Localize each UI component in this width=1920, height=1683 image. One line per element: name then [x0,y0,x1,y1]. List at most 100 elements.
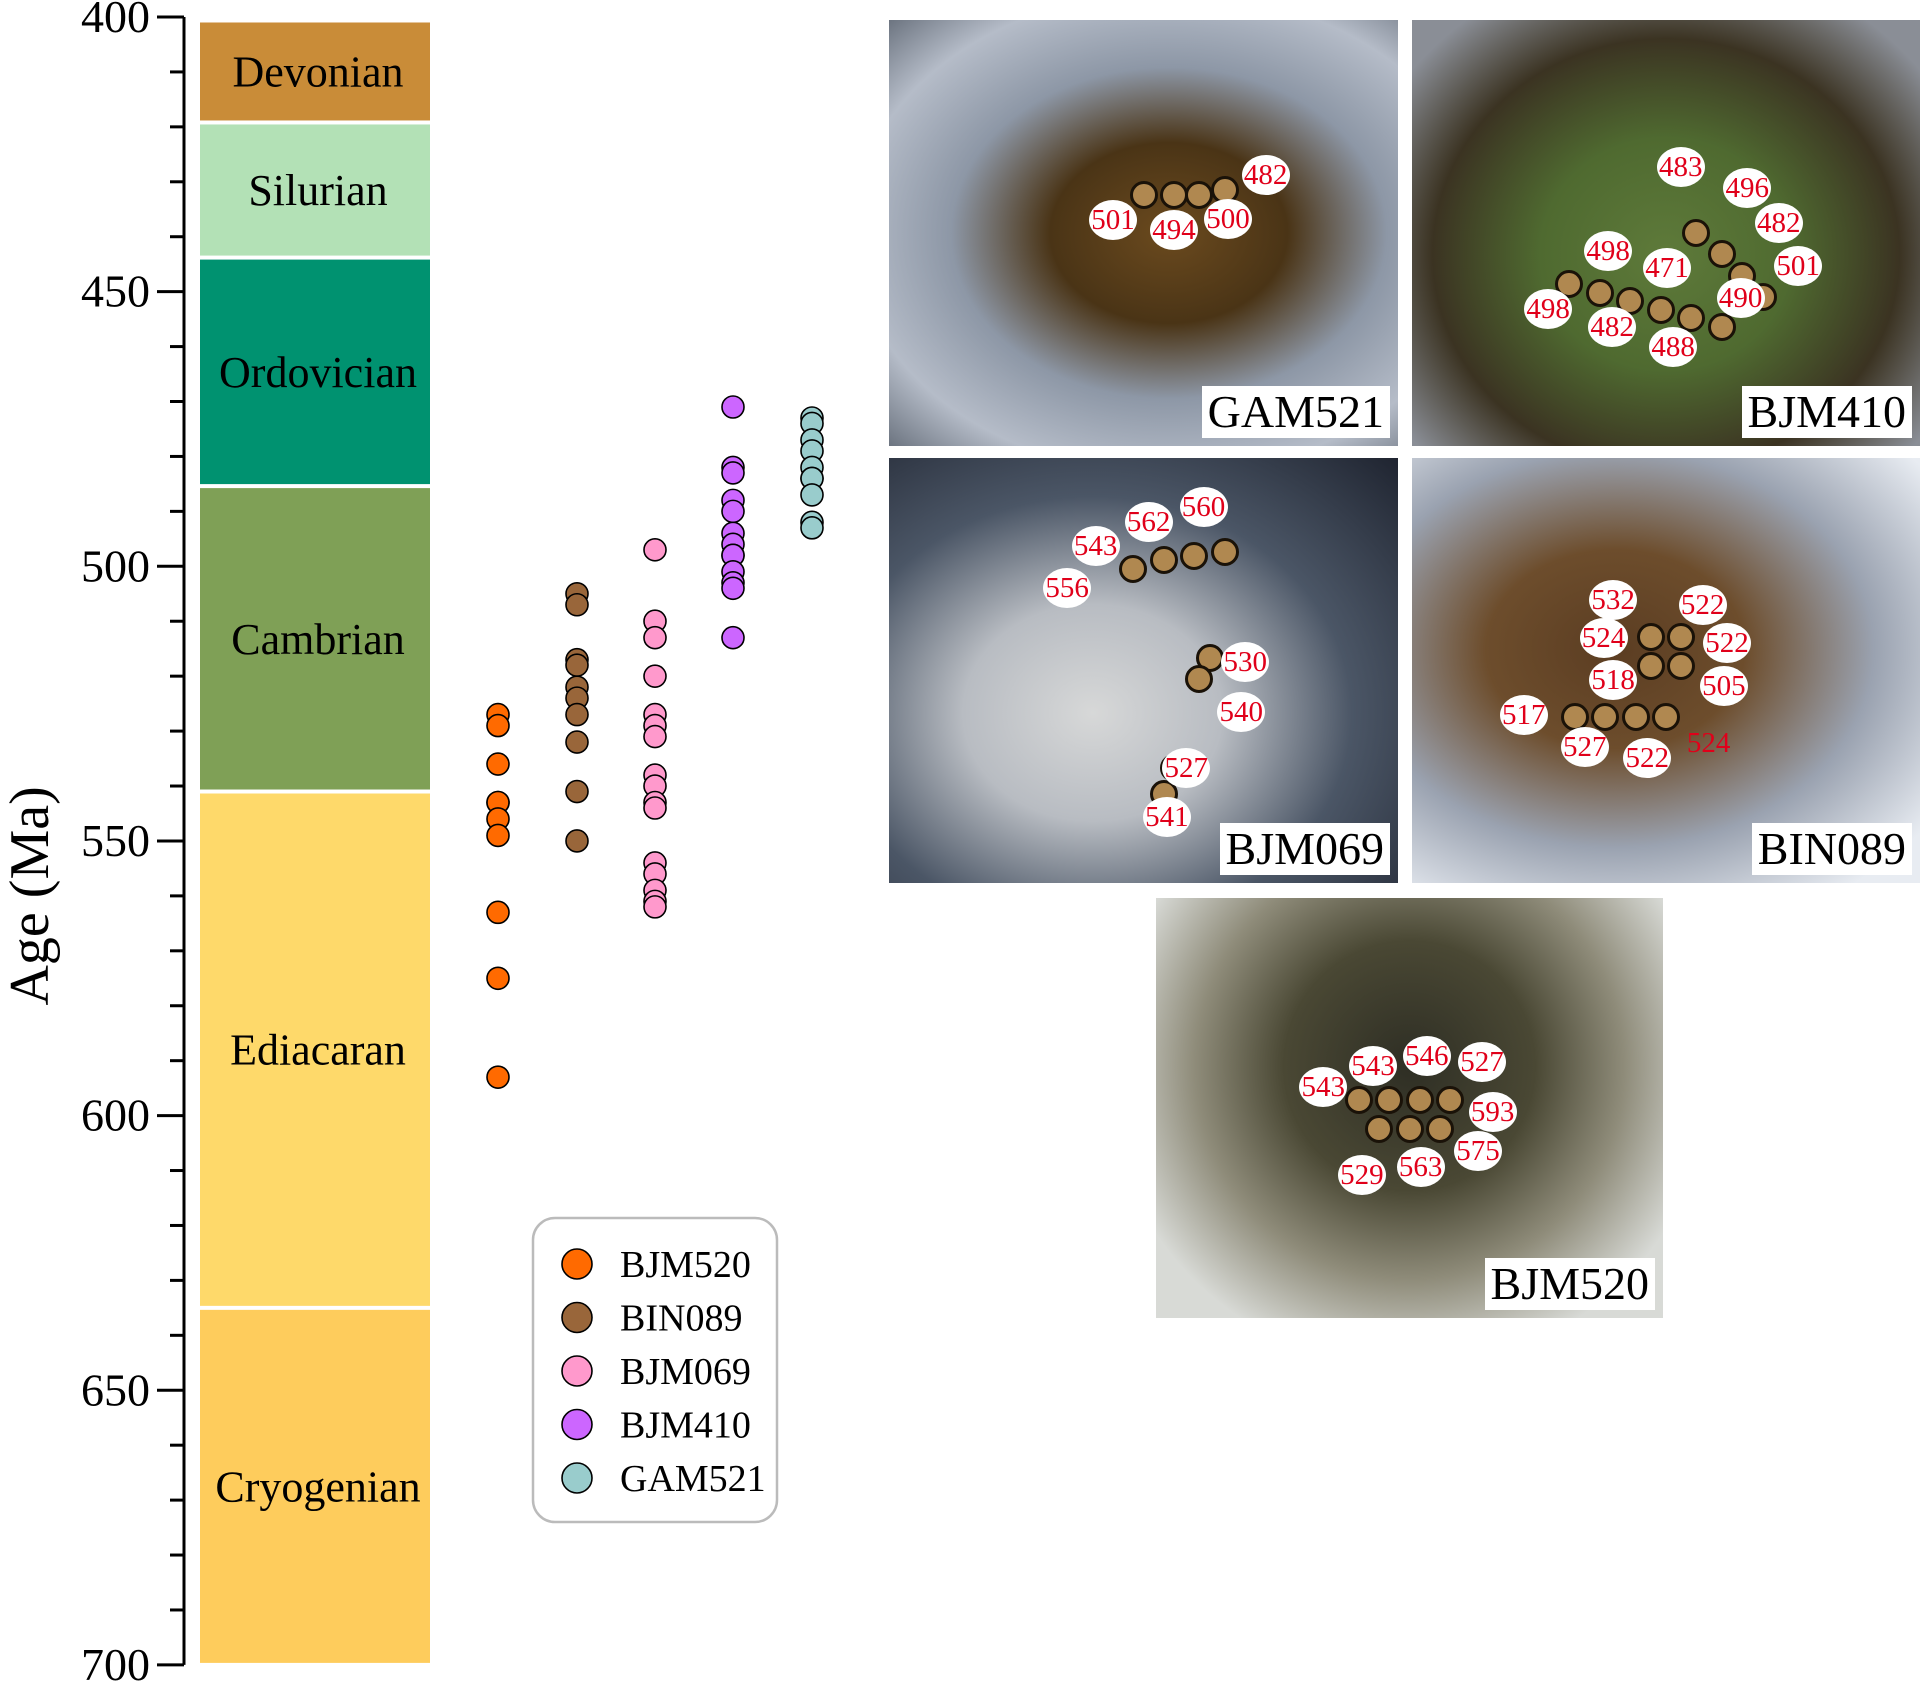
analysis-spot [1636,652,1665,681]
analysis-spot [1129,180,1158,209]
analysis-spot [1405,1085,1434,1114]
period-bar-ordovician [200,259,430,485]
spot-age-label: 529 [1337,1155,1386,1196]
spot-age-label: 563 [1396,1147,1445,1188]
legend-label: BJM069 [620,1351,751,1393]
legend-label: GAM521 [620,1458,766,1500]
spot-age-label: 532 [1589,579,1638,620]
period-label: Ediacaran [230,1026,406,1075]
analysis-spot [1185,665,1214,693]
analysis-spot [1707,312,1736,341]
analysis-spot [1425,1115,1454,1143]
spot-age-label: 593 [1468,1092,1517,1133]
analysis-spot [1667,622,1696,651]
analysis-spot [1585,278,1614,307]
spot-age-label: 543 [1299,1067,1348,1107]
data-point-bin089 [565,779,589,804]
spot-age-label: 501 [1088,200,1137,241]
spot-age-label: 501 [1774,245,1823,286]
spot-age-label: 490 [1716,277,1765,318]
spot-age-label: 505 [1699,665,1748,706]
legend-label: BIN089 [620,1298,742,1340]
data-point-bjm410 [721,395,745,419]
period-bar-ediacaran [200,793,430,1306]
spot-age-label: 527 [1560,727,1609,767]
data-point-bjm410 [721,461,745,485]
spot-age-label: 483 [1656,146,1705,187]
data-point-bjm520 [486,752,510,776]
spot-age-label: 560 [1179,486,1228,527]
data-point-bjm069 [643,538,667,562]
analysis-spot [1682,219,1711,247]
analysis-spot [1652,703,1680,732]
spot-age-label: 575 [1453,1131,1502,1172]
data-point-bin089 [565,653,589,677]
data-point-bin089 [565,829,589,853]
spot-age-label: 496 [1723,167,1772,208]
analysis-spot [1395,1115,1424,1143]
y-tick-label: 400 [81,0,150,42]
spot-age-label: 498 [1524,288,1573,329]
data-point-bjm069 [643,895,667,919]
analysis-spot [1149,546,1178,574]
data-point-bjm069 [643,796,667,820]
analysis-spot [1636,622,1665,651]
spot-age-label: 543 [1071,525,1120,566]
data-point-bjm069 [643,625,667,650]
spot-age-label: 543 [1348,1046,1397,1086]
analysis-spot [1436,1085,1465,1114]
data-point-bjm520 [486,713,510,738]
spot-age-label: 562 [1124,501,1173,542]
data-point-bjm520 [486,966,510,991]
legend-marker-bjm410 [561,1408,593,1441]
period-label: Ordovician [219,348,417,397]
analysis-spot [1591,703,1620,732]
spot-age-label: 482 [1241,155,1290,196]
y-tick-label: 500 [81,540,150,591]
period-bar-cryogenian [200,1309,430,1663]
spot-age-label: 556 [1043,567,1092,608]
analysis-spot [1160,180,1189,209]
spot-age-label: 517 [1499,695,1548,736]
period-label: Cryogenian [215,1462,420,1511]
sample-name-label: BJM410 [1741,386,1912,438]
data-point-bjm410 [721,625,745,650]
analysis-spot [1621,703,1650,732]
spot-age-label: 522 [1678,585,1727,626]
sample-name-label: BJM069 [1219,823,1390,875]
analysis-spot [1646,295,1675,324]
spot-age-label: 482 [1754,203,1803,244]
data-point-bjm069 [643,724,667,749]
legend-marker-bin089 [561,1301,593,1334]
analysis-spot [1180,541,1209,570]
micrograph-image [1412,20,1920,446]
micrograph-image [1412,458,1920,883]
legend-marker-bjm069 [561,1355,593,1387]
spot-age-label: 546 [1402,1035,1451,1076]
data-point-bin089 [565,702,589,727]
analysis-spot [1667,652,1696,681]
legend-label: BJM410 [620,1405,751,1447]
data-point-bin089 [565,730,589,754]
analysis-spot [1344,1085,1373,1114]
period-bar-cambrian [200,488,430,790]
data-point-gam521 [800,516,824,540]
period-bar-silurian [200,124,430,256]
data-point-bjm410 [721,499,745,524]
micrograph-image [889,20,1398,446]
data-point-bjm069 [643,664,667,688]
spot-age-label: 482 [1588,307,1637,348]
analysis-spot [1707,240,1736,269]
legend-marker-bjm520 [561,1248,593,1280]
spot-age-label: 524 [1579,618,1628,659]
spot-age-label: 498 [1584,231,1633,272]
spot-age-label: 524 [1686,727,1731,760]
legend-label: BJM520 [620,1244,751,1286]
period-label: Devonian [232,47,403,96]
legend-marker-gam521 [561,1462,593,1494]
